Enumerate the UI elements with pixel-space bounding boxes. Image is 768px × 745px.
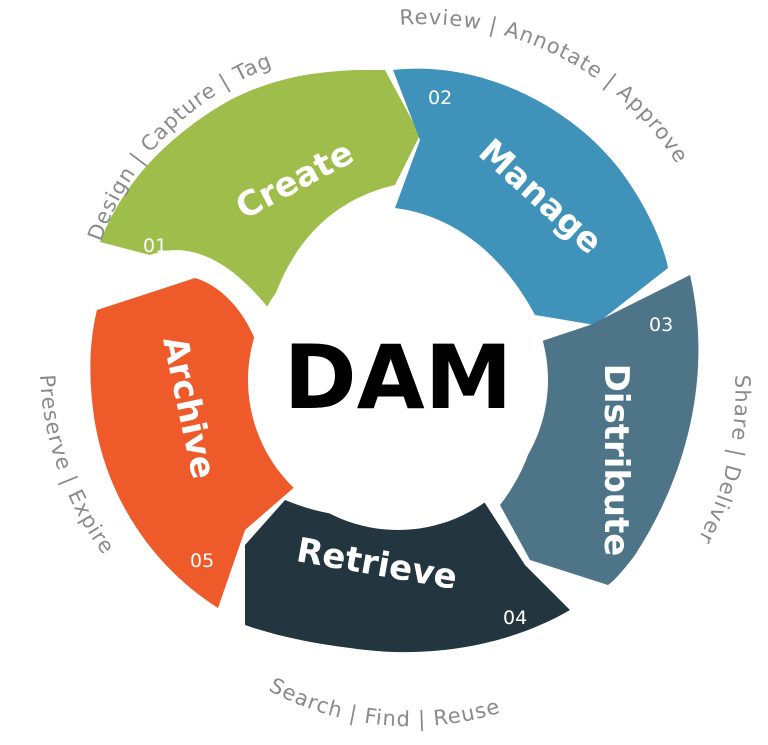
segment-distribute (500, 275, 699, 585)
segment-number-create: 01 (143, 235, 167, 257)
center-hub (248, 230, 548, 530)
segment-create (100, 70, 420, 310)
segment-manage (393, 68, 668, 325)
segment-number-archive: 05 (190, 550, 214, 572)
tagline-retrieve: Search | Find | Reuse (266, 673, 503, 732)
segment-retrieve (245, 480, 570, 653)
segment-number-distribute: 03 (649, 314, 673, 336)
center-title: DAM (284, 326, 513, 429)
tagline-distribute: Share | Deliver (693, 374, 754, 548)
segment-number-retrieve: 04 (503, 607, 527, 629)
segment-number-manage: 02 (428, 87, 452, 109)
segment-title-distribute: Distribute (596, 364, 636, 557)
